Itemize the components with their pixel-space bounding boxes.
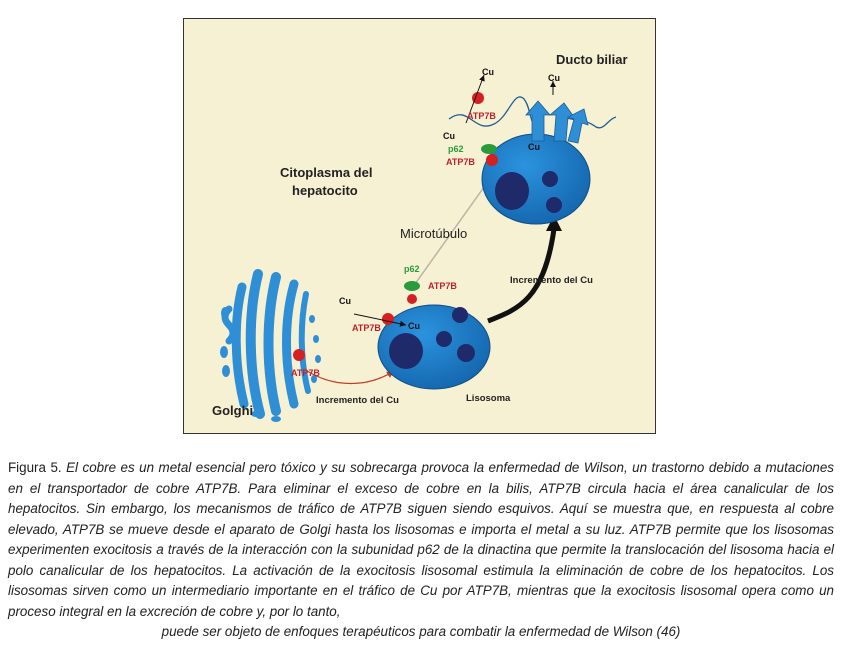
cu-export-arrow — [465, 74, 485, 124]
diagram-svg: ATP7B Cu ATP7B Cu Cu Cu p62 ATP7B — [212, 52, 628, 422]
atp7b-lower-label: ATP7B — [428, 281, 457, 291]
caption-body: El cobre es un metal esencial pero tóxic… — [8, 460, 834, 619]
golgi-to-lysosome-arrow — [303, 368, 395, 384]
incremento-cu-right-label: Incremento del Cu — [510, 275, 593, 286]
ducto-biliar-label: Ducto biliar — [556, 52, 628, 67]
golgi-apparatus — [220, 269, 321, 422]
atp7b-import-dot — [382, 313, 394, 325]
caption-last-line: puede ser objeto de enfoques terapéutico… — [161, 624, 681, 639]
p62-upper-label: p62 — [448, 144, 464, 154]
cu-label-upper-left: Cu — [443, 131, 455, 141]
exocytosis-blue-arrows — [525, 100, 589, 144]
atp7b-import-label: ATP7B — [352, 323, 381, 333]
citoplasma-label-line1: Citoplasma del — [280, 165, 372, 180]
cu-label-bile: Cu — [548, 73, 560, 83]
cu-label-lower-inside: Cu — [408, 321, 420, 331]
cu-label-lower-left: Cu — [339, 296, 351, 306]
atp7b-golgi-dot — [293, 349, 305, 361]
atp7b-membrane-dot — [472, 92, 484, 104]
atp7b-golgi-label: ATP7B — [291, 368, 320, 378]
bile-duct-membrane-right — [561, 116, 617, 129]
p62-upper-dot — [481, 144, 497, 154]
lisosoma-label: Lisosoma — [466, 393, 511, 404]
caption-label: Figura 5. — [8, 460, 62, 475]
lysosome-upper — [481, 133, 591, 225]
cu-import-arrow — [353, 313, 407, 327]
microtubulo-label: Microtúbulo — [400, 226, 467, 241]
exocytosis-arrow-head — [546, 215, 562, 231]
atp7b-upper-label: ATP7B — [446, 157, 475, 167]
golghi-label: Golghi — [212, 403, 253, 418]
incremento-cu-bottom-label: Incremento del Cu — [316, 395, 399, 406]
citoplasma-label-line2: hepatocito — [292, 183, 358, 198]
cu-label-top: Cu — [482, 67, 494, 77]
figure-caption: Figura 5. El cobre es un metal esencial … — [8, 458, 834, 643]
figure-panel: ATP7B Cu ATP7B Cu Cu Cu p62 ATP7B — [183, 18, 656, 434]
atp7b-lower-top-dot — [407, 294, 417, 304]
p62-lower-label: p62 — [404, 264, 420, 274]
cu-label-inside-upper: Cu — [528, 142, 540, 152]
atp7b-membrane-label: ATP7B — [467, 111, 496, 121]
p62-lower-dot — [404, 281, 420, 291]
exocytosis-arrow — [487, 228, 557, 324]
bile-duct-membrane-left — [448, 96, 541, 128]
lysosome-lower — [377, 304, 491, 390]
atp7b-upper-dot — [486, 154, 498, 166]
